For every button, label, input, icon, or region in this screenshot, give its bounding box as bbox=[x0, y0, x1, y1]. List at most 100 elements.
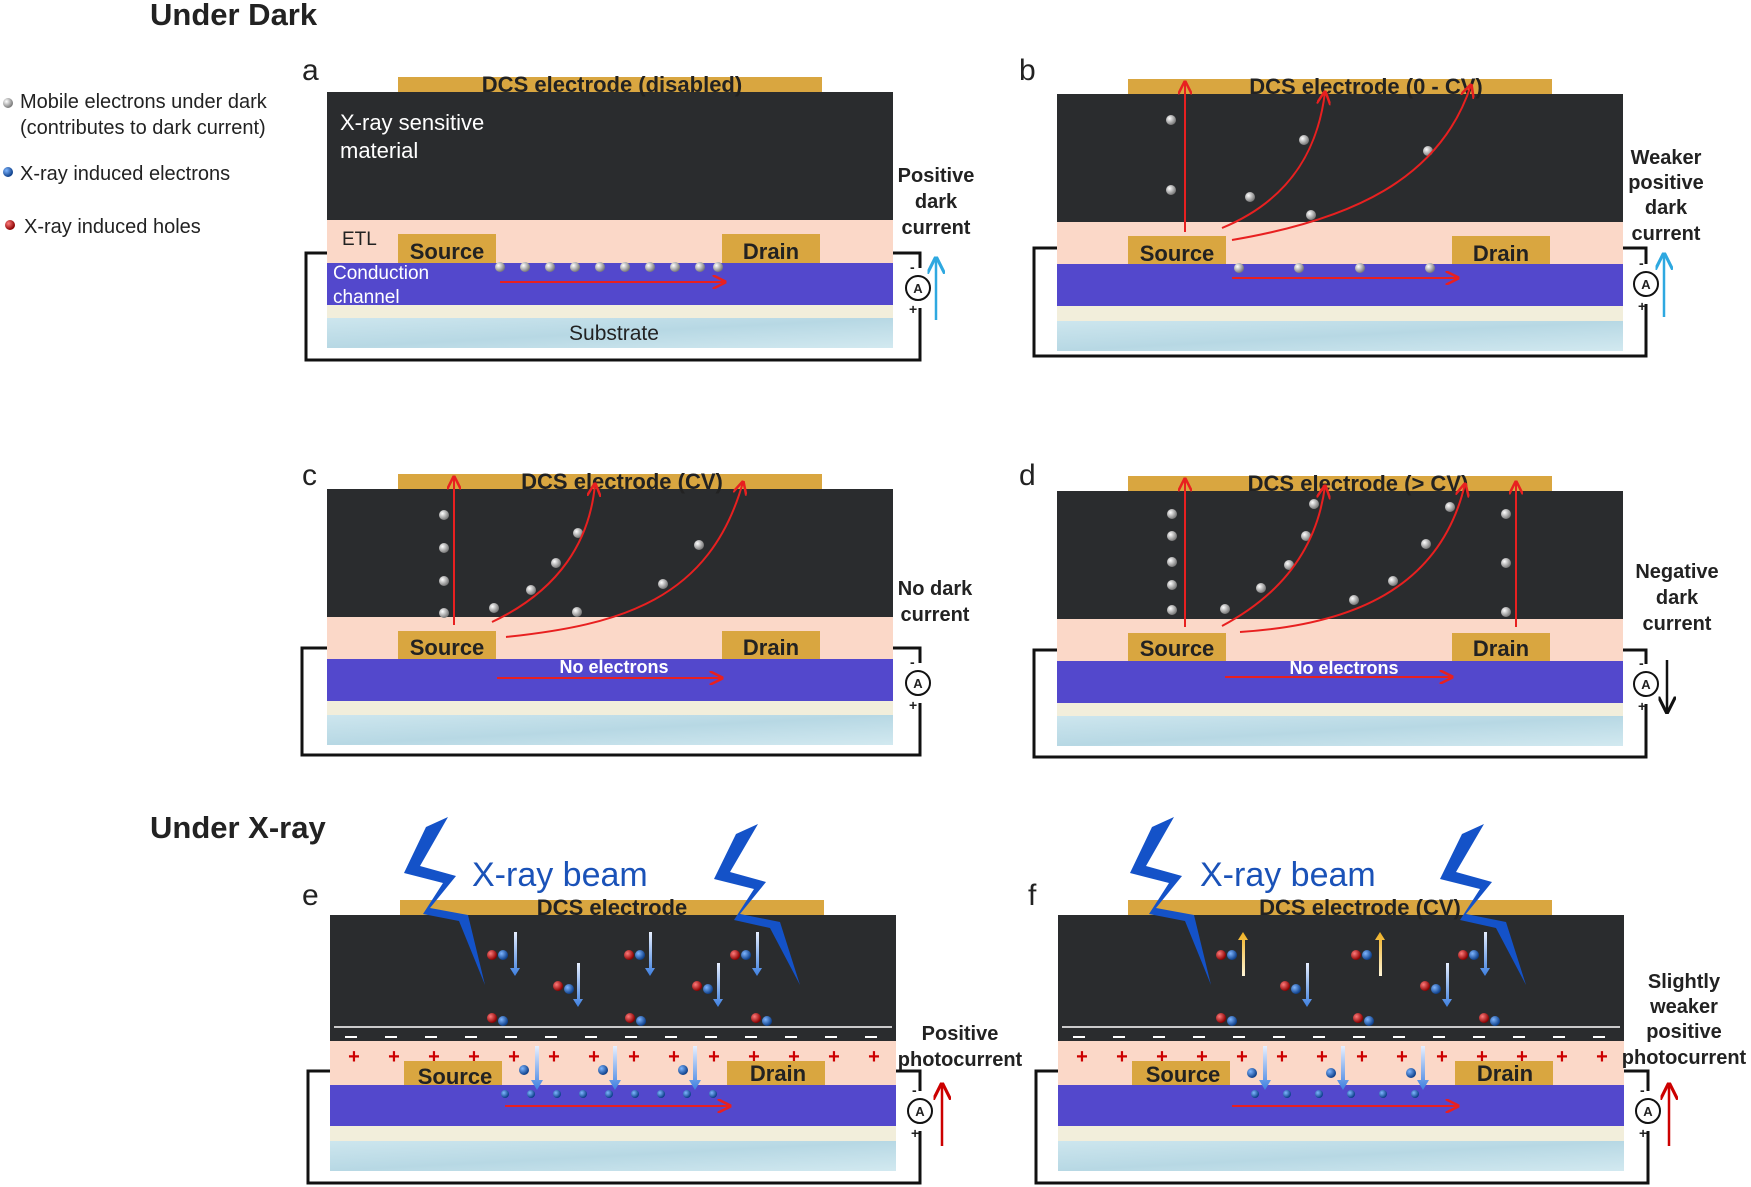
channel-label-2: channel bbox=[333, 287, 400, 308]
electron bbox=[1227, 1016, 1237, 1026]
hole-drift-arrow bbox=[1238, 932, 1248, 976]
layer-electrons bbox=[1166, 115, 1433, 220]
electron-hole-pairs bbox=[1216, 950, 1500, 1026]
xray-layer bbox=[1057, 491, 1623, 619]
electron bbox=[1469, 950, 1479, 960]
substrate-label: Substrate bbox=[569, 322, 659, 345]
side-label-line: positive bbox=[1628, 172, 1704, 194]
side-label-line: No dark bbox=[898, 578, 973, 600]
conduction-channel bbox=[1057, 661, 1623, 703]
electron bbox=[1379, 1090, 1387, 1098]
electron bbox=[1251, 1090, 1259, 1098]
electron-drift-arrow bbox=[752, 932, 762, 976]
ammeter-label: A bbox=[1641, 677, 1651, 692]
source-contact bbox=[404, 1061, 502, 1085]
source-label: Source bbox=[1146, 1062, 1221, 1087]
legend-blue-electron-icon bbox=[3, 167, 13, 177]
electron bbox=[1411, 1090, 1419, 1098]
minus-sign bbox=[345, 1036, 357, 1038]
ammeter-plus: + bbox=[1638, 698, 1646, 714]
electron bbox=[658, 579, 668, 589]
dcs-electrode-label: DCS electrode (> CV) bbox=[1248, 471, 1469, 496]
etl-label: ETL bbox=[342, 229, 377, 250]
ammeter-plus: + bbox=[909, 301, 917, 317]
layer-electrons bbox=[1167, 499, 1511, 617]
minus-sign bbox=[1233, 1036, 1245, 1038]
insulator-layer bbox=[1058, 1126, 1624, 1141]
ammeter-label: A bbox=[915, 1104, 925, 1119]
dcs-electrode-label: DCS electrode bbox=[537, 895, 687, 920]
electron bbox=[1256, 583, 1266, 593]
drain-contact bbox=[722, 234, 820, 263]
electron bbox=[636, 1016, 646, 1026]
electron-transfer-arrow bbox=[1337, 1046, 1349, 1090]
electron bbox=[520, 262, 530, 272]
electron bbox=[495, 262, 505, 272]
flow-arrow bbox=[1221, 486, 1325, 627]
dcs-electrode bbox=[1128, 79, 1552, 94]
minus-sign bbox=[425, 1036, 437, 1038]
electron bbox=[631, 1090, 639, 1098]
minus-sign bbox=[1193, 1036, 1205, 1038]
dcs-electrode-label: DCS electrode (disabled) bbox=[482, 72, 742, 97]
electron bbox=[1245, 192, 1255, 202]
electron bbox=[1326, 1068, 1336, 1078]
channel-electrons bbox=[1234, 263, 1435, 273]
electron bbox=[545, 262, 555, 272]
minus-sign bbox=[1553, 1036, 1565, 1038]
electron bbox=[694, 540, 704, 550]
minus-sign bbox=[1113, 1036, 1125, 1038]
electron bbox=[1431, 984, 1441, 994]
hole bbox=[487, 950, 497, 960]
hole bbox=[1351, 950, 1361, 960]
ammeter-minus: - bbox=[1639, 255, 1644, 271]
hole bbox=[553, 981, 563, 991]
electron bbox=[741, 950, 751, 960]
ammeter-minus: - bbox=[1640, 1082, 1645, 1098]
channel-electrons bbox=[1251, 1090, 1419, 1098]
electron bbox=[1167, 509, 1177, 519]
plus-sign: + bbox=[708, 1046, 720, 1068]
plus-sign: + bbox=[748, 1046, 760, 1068]
ammeter-label: A bbox=[913, 281, 923, 296]
side-label-line: dark bbox=[1645, 197, 1688, 219]
hole bbox=[1280, 981, 1290, 991]
xray-layer bbox=[327, 489, 893, 617]
electron bbox=[1294, 263, 1304, 273]
panel-letter-d: d bbox=[1019, 459, 1036, 492]
plus-sign: + bbox=[1516, 1046, 1528, 1068]
electron bbox=[1284, 560, 1294, 570]
electron bbox=[1315, 1090, 1323, 1098]
xray-layer bbox=[330, 915, 896, 1041]
section-title-dark: Under Dark bbox=[150, 0, 318, 32]
minus-sign bbox=[785, 1036, 797, 1038]
dcs-electrode bbox=[398, 474, 822, 489]
plus-sign: + bbox=[828, 1046, 840, 1068]
electron bbox=[570, 262, 580, 272]
hole bbox=[751, 1013, 761, 1023]
hole bbox=[1420, 981, 1430, 991]
electron bbox=[1299, 135, 1309, 145]
electron bbox=[1423, 146, 1433, 156]
plus-sign: + bbox=[1156, 1046, 1168, 1068]
ammeter-minus: - bbox=[912, 1082, 917, 1098]
electron bbox=[1306, 210, 1316, 220]
ammeter: A - + bbox=[905, 259, 931, 317]
plus-sign: + bbox=[1476, 1046, 1488, 1068]
ammeter-circle bbox=[905, 670, 931, 696]
electron bbox=[678, 1065, 688, 1075]
minus-sign bbox=[1073, 1036, 1085, 1038]
side-label-line: current bbox=[1632, 223, 1701, 245]
drain-contact bbox=[727, 1061, 825, 1085]
ammeter: A - + bbox=[907, 1082, 933, 1141]
electron bbox=[1406, 1068, 1416, 1078]
flow-arrow bbox=[505, 482, 743, 638]
electron bbox=[501, 1090, 509, 1098]
xray-material-label-1: X-ray sensitive bbox=[340, 110, 484, 135]
electron-hole-pairs bbox=[487, 950, 772, 1026]
xray-layer bbox=[1058, 915, 1624, 1041]
minus-sign bbox=[465, 1036, 477, 1038]
legend-red-hole-icon bbox=[5, 220, 15, 230]
electron-drift-arrow bbox=[1480, 932, 1490, 976]
drain-label: Drain bbox=[750, 1061, 806, 1086]
